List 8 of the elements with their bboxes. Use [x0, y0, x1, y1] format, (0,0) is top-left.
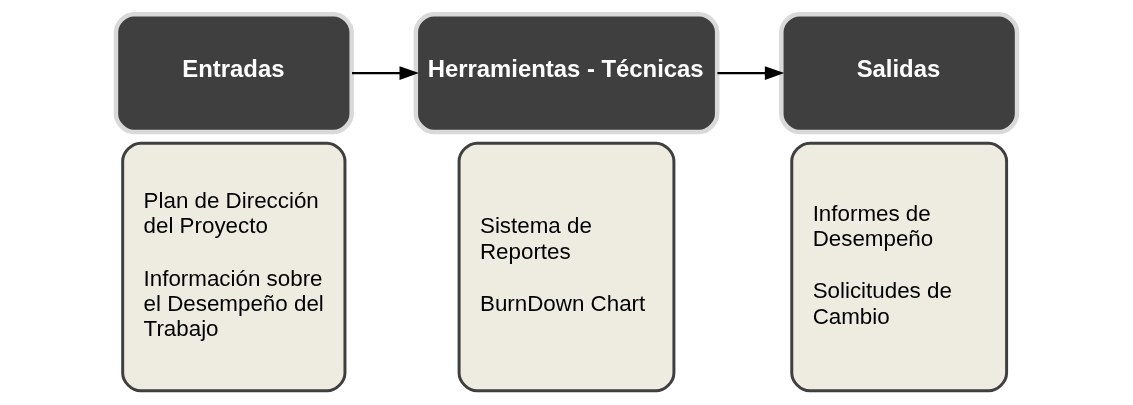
node-box: Herramientas - Técnicas: [413, 11, 720, 135]
arrow: [352, 66, 419, 80]
node-box: Entradas: [113, 11, 354, 135]
node-box: Informes de Desempeño Solicitudes de Cambio: [790, 141, 1009, 393]
node-box: Salidas: [779, 11, 1020, 135]
arrow: [717, 66, 785, 80]
node-box: Plan de Dirección del Proyecto Información sobre el Desempeño del Trabajo: [121, 141, 347, 393]
node-box: Sistema de Reportes BurnDown Chart: [457, 141, 676, 393]
